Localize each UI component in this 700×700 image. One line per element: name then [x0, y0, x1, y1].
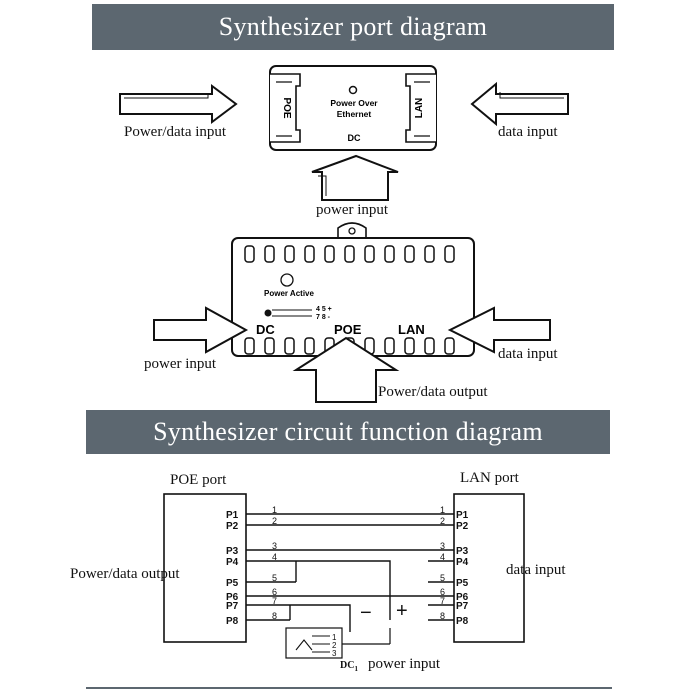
- device2-poe-label: POE: [334, 322, 362, 337]
- title-banner-bottom: Synthesizer circuit function diagram: [86, 410, 610, 454]
- poe-pin-label: P1: [226, 510, 239, 521]
- device1-lan-label: LAN: [414, 98, 425, 119]
- wire-number-label: 5: [272, 573, 278, 583]
- device1-dc-label: DC: [348, 133, 361, 143]
- poe-pin-label: P7: [226, 601, 239, 612]
- arrow-up-icon: [311, 154, 399, 201]
- circuit-left-label: Power/data output: [70, 566, 180, 582]
- pin-plus-label: 4 5 +: [316, 306, 332, 313]
- lan-pin-label: P3: [456, 546, 469, 557]
- lan-pin-label: P6: [456, 592, 469, 603]
- poe-injector-top-view: POE LAN Power Over Ethernet DC: [269, 65, 437, 151]
- power-active-label: Power Active: [264, 289, 314, 298]
- arrow-right-icon: [119, 84, 238, 124]
- device1-poe-text-2: Ethernet: [337, 109, 372, 119]
- wire-number-label: 2: [272, 516, 278, 526]
- minus-sign: −: [360, 602, 372, 624]
- circuit-diagram: [163, 493, 525, 659]
- circuit-power-input-label: power input: [368, 656, 441, 672]
- poe-port-label: POE port: [170, 472, 227, 488]
- device1-poe-text-1: Power Over: [330, 98, 378, 108]
- device2-right-label: data input: [498, 346, 558, 362]
- device2-left-label: power input: [144, 356, 217, 372]
- connector-pin-number: 1: [332, 633, 337, 642]
- wire-number-label: 6: [272, 587, 278, 597]
- poe-injector-side-view: Power Active 4 5 + 7 8 - DC POE LAN: [231, 222, 475, 357]
- title-banner-top: Synthesizer port diagram: [92, 4, 614, 50]
- lan-wire-number-label: 7: [440, 596, 446, 606]
- lan-pin-label: P2: [456, 521, 469, 532]
- connector-pin-number: 3: [332, 649, 337, 658]
- poe-pin-label: P8: [226, 616, 239, 627]
- plus-sign: +: [396, 600, 408, 622]
- lan-wire-number-label: 2: [440, 516, 446, 526]
- lan-wire-number-label: 4: [440, 552, 446, 562]
- dc-subscript: 1: [354, 665, 358, 673]
- poe-pin-label: P4: [226, 557, 239, 568]
- wire-number-label: 8: [272, 611, 278, 621]
- poe-pin-label: P3: [226, 546, 239, 557]
- poe-pin-label: P2: [226, 521, 239, 532]
- lan-wire-number-label: 8: [440, 611, 446, 621]
- lan-wire-number-label: 3: [440, 541, 446, 551]
- device2-lan-label: LAN: [398, 322, 425, 337]
- dc-text: DC: [340, 660, 355, 671]
- lan-pin-label: P4: [456, 557, 469, 568]
- wire-number-label: 3: [272, 541, 278, 551]
- poe-pin-label: P6: [226, 592, 239, 603]
- dc-connector-box: [285, 627, 343, 659]
- arrow-right-dc-icon: [153, 306, 249, 354]
- device1-right-label: data input: [498, 124, 558, 140]
- dc-jack-icon: [264, 309, 272, 317]
- device1-left-label: Power/data input: [124, 124, 227, 140]
- device2-bottom-label: Power/data output: [378, 384, 488, 400]
- lan-wire-number-label: 5: [440, 573, 446, 583]
- arrow-left-icon: [470, 81, 569, 127]
- lan-pin-label: P5: [456, 578, 469, 589]
- device1-bottom-label: power input: [316, 202, 389, 218]
- lan-port-box: [453, 493, 525, 643]
- wire-number-label: 7: [272, 596, 278, 606]
- title-circuit-diagram: Synthesizer circuit function diagram: [153, 417, 543, 446]
- dc-label: DC1: [340, 660, 358, 673]
- power-led-icon: [280, 273, 294, 287]
- lan-pin-label: P8: [456, 616, 469, 627]
- wire-number-label: 1: [272, 505, 278, 515]
- circuit-right-label: data input: [506, 562, 566, 578]
- connector-pin-number: 2: [332, 641, 337, 650]
- wire-number-label: 4: [272, 552, 278, 562]
- device1-poe-label: POE: [281, 97, 292, 118]
- poe-port-box: [163, 493, 247, 643]
- lan-port-label: LAN port: [460, 470, 519, 486]
- lan-wire-number-label: 6: [440, 587, 446, 597]
- arrow-up-poe-icon: [292, 336, 400, 403]
- lan-wire-number-label: 1: [440, 505, 446, 515]
- pin-minus-label: 7 8 -: [316, 314, 331, 321]
- device2-dc-label: DC: [256, 322, 275, 337]
- lan-pin-label: P7: [456, 601, 469, 612]
- lan-pin-label: P1: [456, 510, 469, 521]
- poe-pin-label: P5: [226, 578, 239, 589]
- title-port-diagram: Synthesizer port diagram: [218, 12, 488, 41]
- arrow-left-lan-icon: [447, 306, 551, 354]
